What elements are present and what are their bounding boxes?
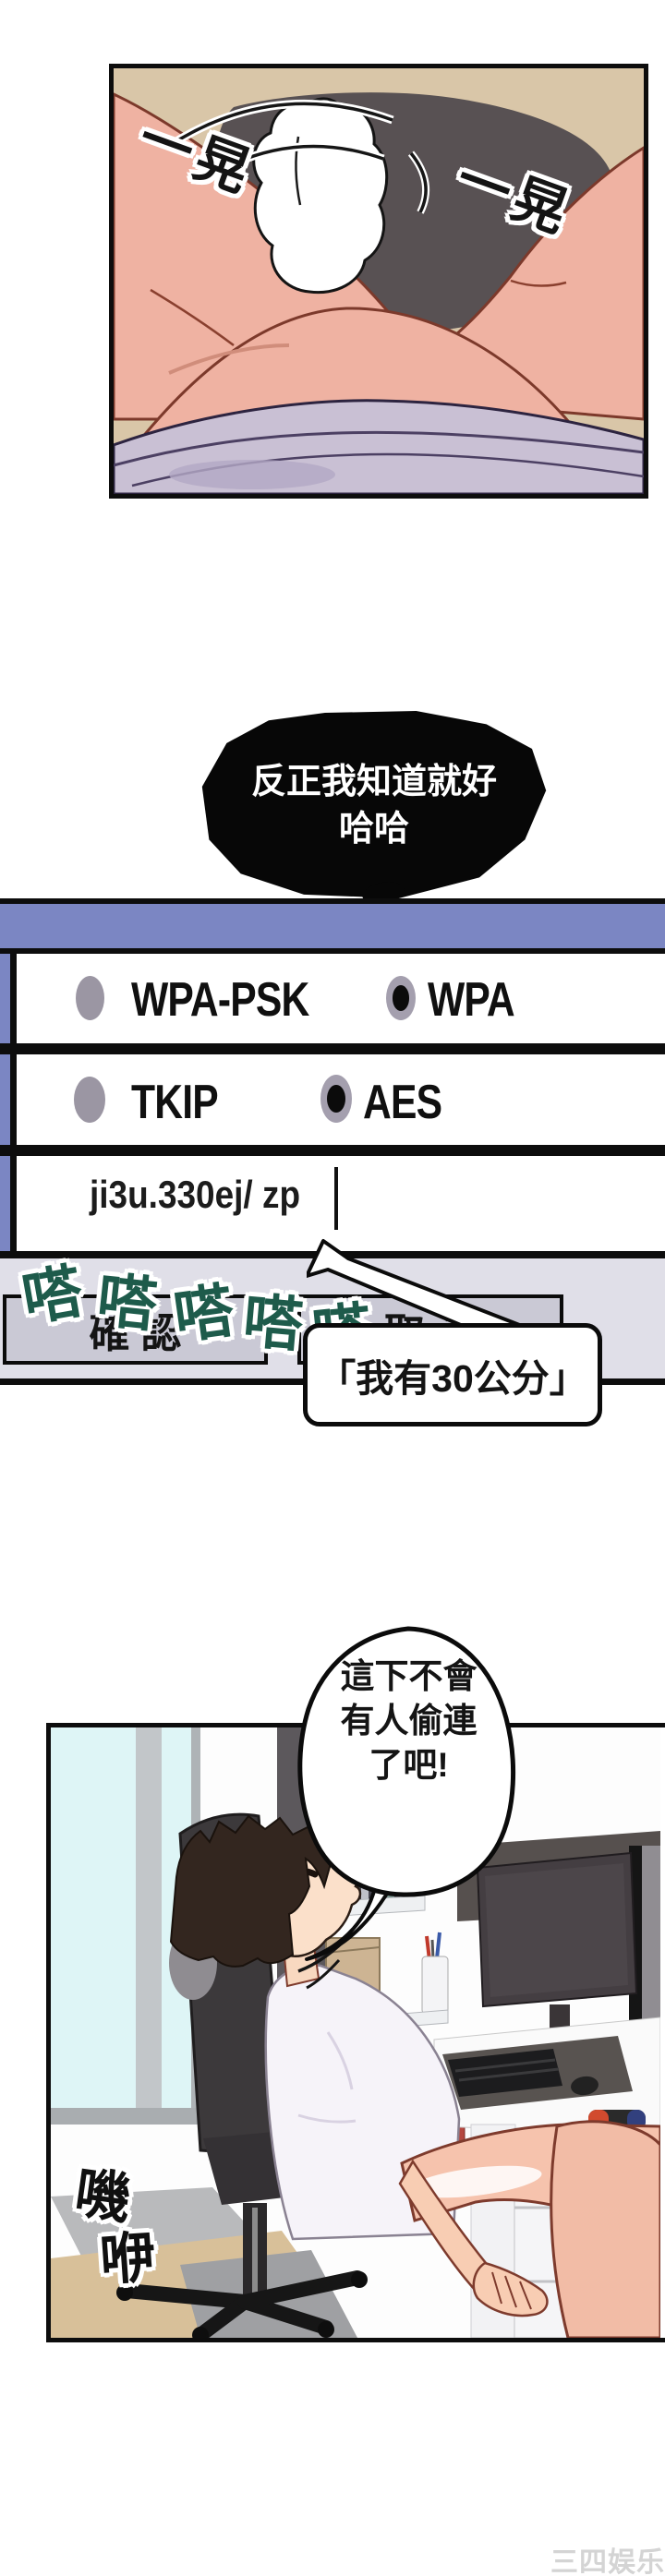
dialog-left-strip-border: [10, 954, 17, 1258]
watermark: 三四娱乐: [550, 2547, 665, 2576]
motion-hook: [409, 151, 428, 213]
fabric-shade: [169, 460, 335, 489]
label-wpa2: WPA: [428, 973, 515, 1027]
fabric-line-1: [114, 430, 644, 467]
sfx-typing-3: 嗒: [169, 1276, 238, 1352]
sfx-creak-2: 咿: [98, 2225, 158, 2292]
row-separator: [0, 1145, 665, 1156]
confirm-button-label: 確認: [89, 1311, 193, 1356]
radio-tkip[interactable]: [74, 1077, 105, 1123]
label-tkip: TKIP: [131, 1076, 219, 1129]
panel-bottom: [46, 1723, 665, 2342]
sfx-typing-4: 嗒: [240, 1287, 306, 1359]
speech-bubble-password: 「我有30公分」: [303, 1323, 602, 1426]
speech-bubble-bottom-shape: [297, 1626, 516, 1961]
arm: [398, 2159, 549, 2317]
legs: [400, 2120, 660, 2338]
password-quote-text: 「我有30公分」: [318, 1357, 587, 1400]
label-wpa-psk: WPA-PSK: [131, 973, 309, 1027]
thigh-highlight: [409, 2165, 542, 2198]
encryption-row: TKIP AES: [17, 1054, 665, 1145]
password-input-row[interactable]: ji3u.330ej/ zp: [17, 1156, 665, 1251]
skin-shading: [168, 343, 290, 375]
hair: [169, 1814, 333, 1968]
text-cursor: [334, 1167, 338, 1230]
radio-wpa2-selected[interactable]: [386, 976, 416, 1020]
bubble-tail-line-2: [306, 1958, 341, 1990]
radio-wpa-psk[interactable]: [76, 976, 104, 1020]
skin-crease-right: [510, 279, 567, 287]
speech-bubble-bottom-text: 這下不會 有人偷連 了吧!: [309, 1655, 508, 1788]
pen-cup: [421, 1932, 449, 2015]
motion-arc-1: [168, 102, 393, 148]
bubble-bottom-line3: 了吧!: [369, 1746, 449, 1785]
skin-crease-left: [150, 288, 235, 347]
motion-arc-2: [200, 144, 384, 183]
router-dialog-titlebar: [0, 898, 665, 954]
label-aes: AES: [363, 1076, 442, 1129]
bubble-black-line1: 反正我知道就好: [250, 763, 497, 802]
bubble-bottom-line2: 有人偷連: [340, 1702, 478, 1740]
speech-bubble-bottom: 這下不會 有人偷連 了吧!: [240, 1621, 517, 1965]
sfx-typing-2: 嗒: [93, 1266, 161, 1340]
panel-top: 一晃 一晃: [109, 64, 648, 499]
auth-mode-row: WPA-PSK WPA: [17, 954, 665, 1043]
dialog-left-strip: [0, 954, 10, 1258]
object-line: [295, 136, 302, 206]
row-separator: [0, 1043, 665, 1054]
radio-aes-selected[interactable]: [320, 1075, 352, 1123]
panel-bottom-art: [51, 1727, 660, 2338]
bubble-bottom-line1: 這下不會: [340, 1657, 478, 1695]
password-input-value[interactable]: ji3u.330ej/ zp: [90, 1173, 301, 1216]
confirm-button[interactable]: 確認: [3, 1294, 268, 1365]
bubble-black-line2: 哈哈: [338, 809, 409, 849]
panel-top-art: [114, 68, 644, 494]
speech-bubble-black: 反正我知道就好 哈哈: [201, 711, 547, 898]
fingers: [491, 2271, 532, 2310]
